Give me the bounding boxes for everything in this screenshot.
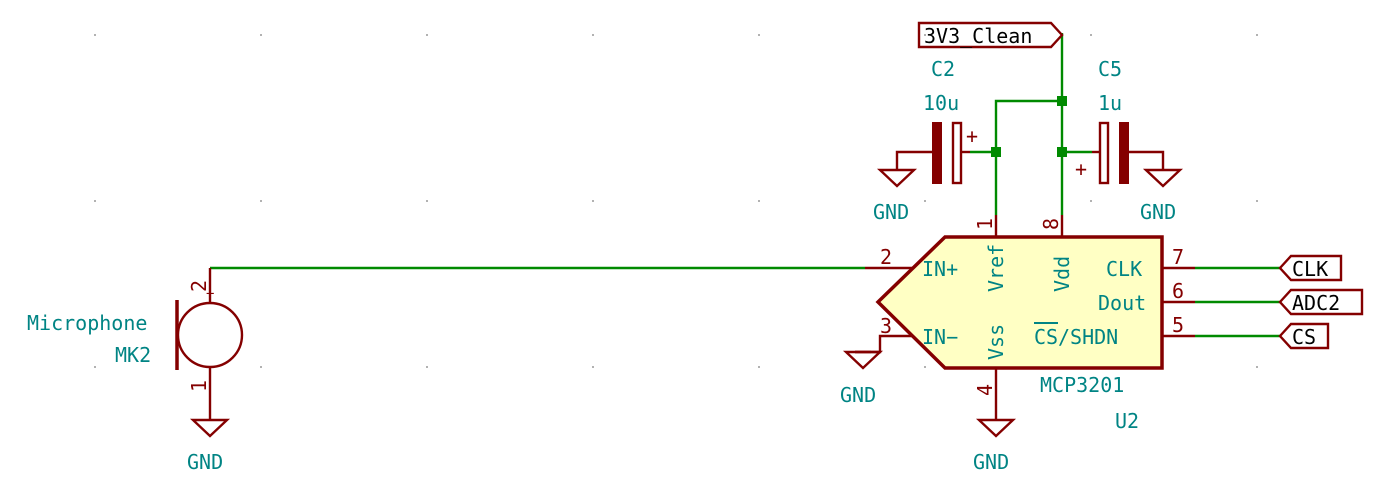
label-3v3-clean-text: 3V3_Clean — [924, 24, 1032, 48]
c2-plate-positive — [951, 121, 963, 185]
c5-lead-right — [1128, 150, 1165, 170]
grid-dot — [924, 200, 926, 202]
gnd-text: GND — [873, 200, 909, 224]
wires — [210, 33, 1280, 338]
u2-pin5-number: 5 — [1172, 313, 1184, 337]
grid-dot — [94, 200, 96, 202]
adc-u2[interactable]: 2 3 1 8 4 7 6 5 IN+ IN− Vref Vdd Vss CLK… — [855, 215, 1195, 433]
microphone-mk2[interactable]: Microphone MK2 2 + 1 — [27, 268, 244, 420]
gnd-symbol-c5: GND — [1140, 168, 1184, 224]
c2-lead-left — [895, 150, 933, 170]
u2-pin3-lead — [855, 334, 912, 354]
c5-plate-negative — [1119, 122, 1129, 184]
junction-dot — [1057, 96, 1067, 106]
mic-body — [176, 301, 244, 369]
gnd-text: GND — [1140, 200, 1176, 224]
c5-plate-positive — [1098, 121, 1110, 185]
label-cs-text: CS — [1292, 325, 1316, 349]
grid-dot — [924, 366, 926, 368]
junction-dot — [991, 147, 1001, 157]
gnd-symbol-u2-pin3: GND — [840, 350, 884, 407]
u2-pin-name-vref: Vref — [984, 244, 1008, 292]
u2-pin8-number: 8 — [1039, 218, 1063, 230]
grid-dot — [426, 366, 428, 368]
grid-dot — [758, 34, 760, 36]
c2-ref: C2 — [931, 57, 955, 81]
c5-value: 1u — [1098, 91, 1122, 115]
label-clk-text: CLK — [1292, 257, 1328, 281]
global-label-cs[interactable]: CS — [1278, 322, 1330, 350]
label-outline — [1278, 322, 1330, 350]
global-label-clk[interactable]: CLK — [1278, 254, 1343, 282]
label-outline — [1278, 254, 1343, 282]
u2-pin-name-vdd: Vdd — [1050, 256, 1074, 292]
label-outline — [1278, 288, 1364, 316]
gnd-text: GND — [187, 450, 223, 474]
u2-value: MCP3201 — [1040, 373, 1124, 397]
u2-body — [875, 235, 1164, 370]
label-outline — [917, 21, 1064, 49]
mic-ref: MK2 — [115, 343, 151, 367]
gnd-symbol-mic: GND — [187, 418, 231, 474]
u2-pin1-number: 1 — [973, 218, 997, 230]
global-label-adc2[interactable]: ADC2 — [1278, 288, 1364, 316]
u2-pin-name-inplus: IN+ — [922, 257, 958, 281]
grid-dot — [924, 34, 926, 36]
u2-ref: U2 — [1115, 409, 1139, 433]
grid-dot — [426, 34, 428, 36]
u2-pin-name-clk: CLK — [1106, 257, 1142, 281]
grid-dot — [1256, 34, 1258, 36]
u2-pin6-number: 6 — [1172, 279, 1184, 303]
wire-vref-to-c2 — [994, 99, 1062, 215]
gnd-triangle — [189, 418, 231, 438]
grid-dot — [1256, 366, 1258, 368]
gnd-triangle — [876, 168, 918, 188]
grid-dot — [426, 200, 428, 202]
c2-value: 10u — [923, 91, 959, 115]
u2-pin-name-shdn: /SHDN — [1058, 325, 1118, 349]
u2-pin7-number: 7 — [1172, 245, 1184, 269]
u2-pin-name-inminus: IN− — [922, 325, 958, 349]
gnd-symbol-c2: GND — [873, 168, 918, 224]
gnd-symbol-u2-pin4: GND — [973, 418, 1017, 474]
u2-pin3-number: 3 — [880, 314, 892, 338]
grid-dot — [592, 200, 594, 202]
mic-value: Microphone — [27, 311, 147, 335]
grid-dot — [592, 34, 594, 36]
gnd-triangle — [842, 350, 884, 370]
global-label-3v3-clean[interactable]: 3V3_Clean — [917, 21, 1064, 49]
u2-pin-name-dout: Dout — [1098, 291, 1146, 315]
gnd-text: GND — [840, 383, 876, 407]
grid-dot — [1256, 200, 1258, 202]
grid-dot — [94, 366, 96, 368]
c5-plus-mark: + — [1075, 157, 1087, 181]
junction-dot — [1057, 147, 1067, 157]
grid-dot — [94, 34, 96, 36]
mic-pin1-number: 1 — [187, 380, 211, 392]
grid-dot — [260, 34, 262, 36]
c5-ref: C5 — [1098, 57, 1122, 81]
grid-dot — [1090, 200, 1092, 202]
mic-plus-mark: + — [206, 286, 214, 302]
grid-dot — [260, 366, 262, 368]
grid-dot — [260, 200, 262, 202]
grid-dot — [758, 200, 760, 202]
grid-dot — [758, 366, 760, 368]
mic-pin2-number: 2 — [187, 280, 211, 292]
grid-dot — [592, 366, 594, 368]
grid-dot — [1090, 34, 1092, 36]
gnd-triangle — [1142, 168, 1184, 188]
gnd-triangle — [975, 418, 1017, 438]
u2-pin4-number: 4 — [973, 384, 997, 396]
u2-pin2-number: 2 — [880, 245, 892, 269]
label-adc2-text: ADC2 — [1292, 291, 1340, 315]
u2-pin-name-cs: CS — [1034, 325, 1058, 349]
gnd-text: GND — [973, 450, 1009, 474]
capacitor-c2[interactable]: C2 10u + — [895, 57, 978, 185]
u2-pin-name-vss: Vss — [984, 324, 1008, 360]
c2-plate-negative — [932, 122, 942, 184]
c2-plus-mark: + — [966, 124, 978, 148]
capacitor-c5[interactable]: C5 1u + — [1075, 57, 1165, 185]
